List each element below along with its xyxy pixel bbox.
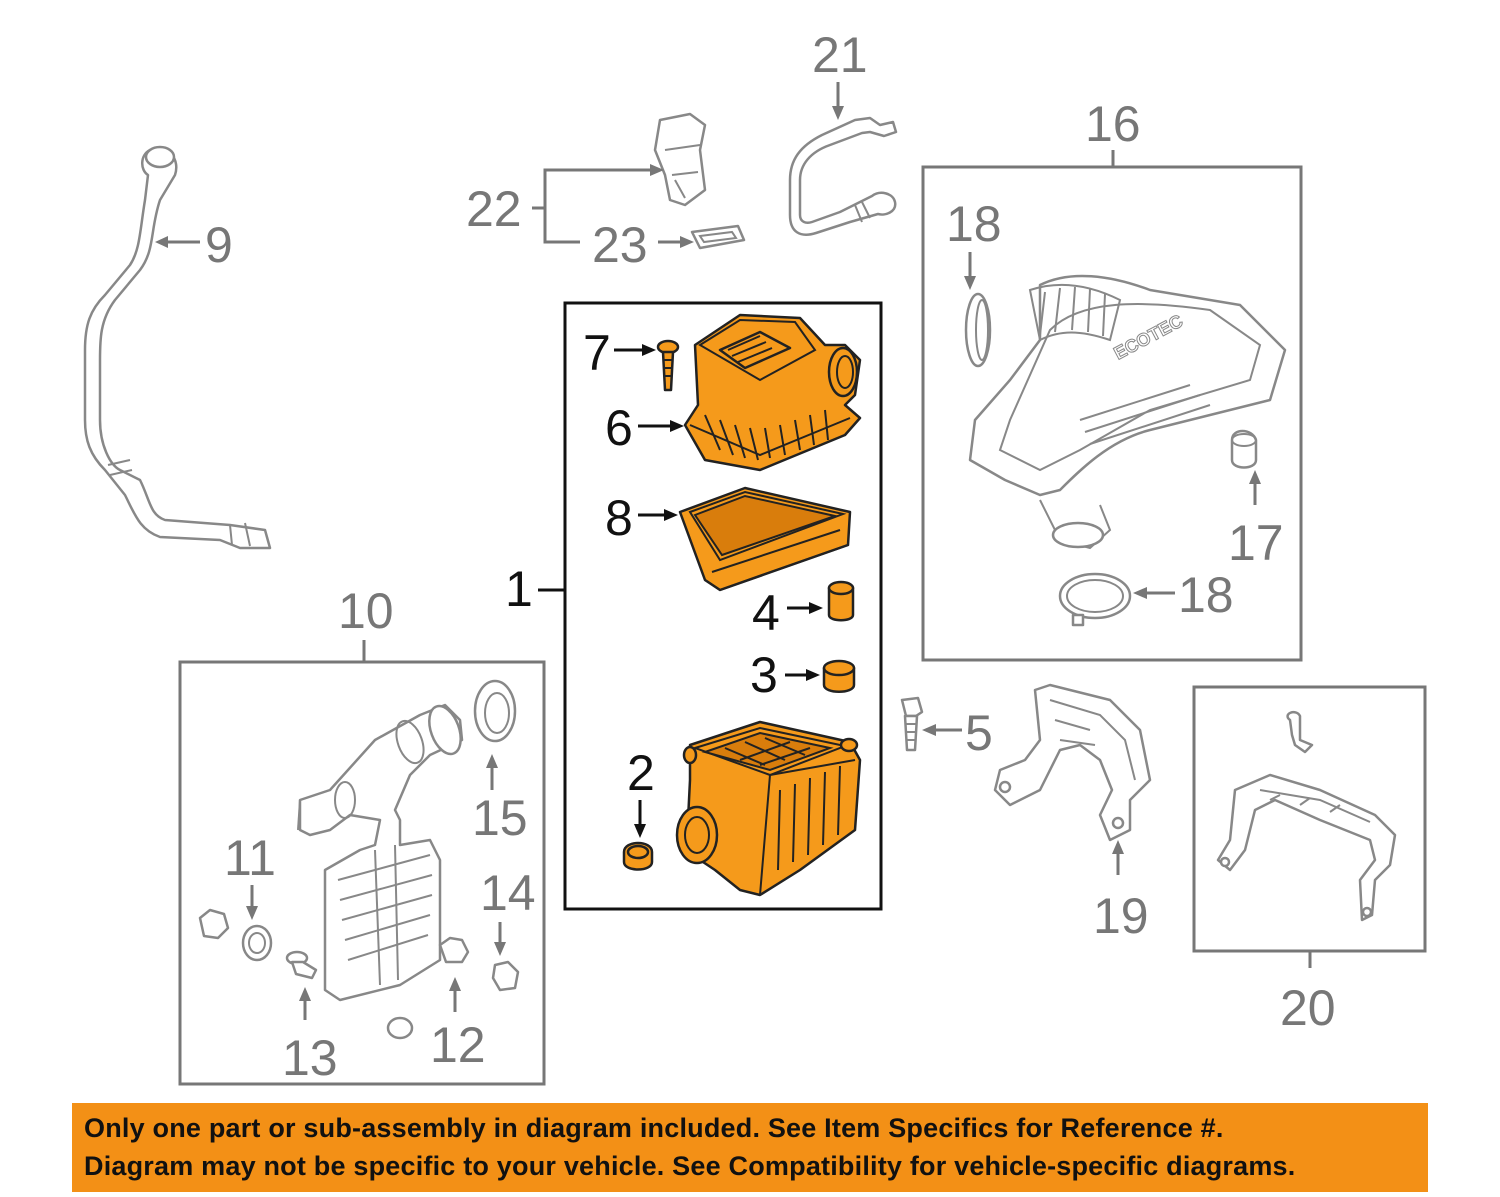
callout-18-upper: 18: [946, 196, 1002, 252]
part-15-seal: [473, 679, 517, 743]
label-14: 14: [480, 865, 536, 956]
label-20: 20: [1280, 951, 1336, 1036]
label-18b: 18: [1133, 567, 1234, 623]
part-5-bolt: [900, 696, 924, 752]
part-20-bracket: [1216, 710, 1397, 922]
part-6-cover: [683, 313, 862, 472]
part-9-hose: [83, 145, 272, 550]
disclaimer-line-1: Only one part or sub-assembly in diagram…: [84, 1113, 1224, 1143]
label-10: 10: [338, 583, 394, 662]
callout-23: 23: [592, 217, 648, 273]
part-14-push-pin: [491, 960, 520, 992]
callout-22: 22: [466, 181, 522, 237]
callout-4: 4: [752, 585, 780, 641]
callout-5: 5: [965, 705, 993, 761]
callout-14: 14: [480, 865, 536, 921]
label-16: 16: [1085, 96, 1141, 167]
label-17: 17: [1228, 470, 1284, 571]
box-10: [178, 660, 546, 1086]
part-7-bolt: [656, 339, 680, 392]
callout-12: 12: [430, 1017, 486, 1073]
part-13-push-pin: [285, 950, 318, 980]
part-21-tube: [788, 116, 898, 236]
part-11-push-pin: [198, 908, 273, 962]
box-1: [563, 301, 883, 911]
callout-9: 9: [205, 217, 233, 273]
callout-10: 10: [338, 583, 394, 639]
part-8-filter: [678, 486, 852, 592]
part-16-engine-cover: ECOTEC: [968, 274, 1287, 550]
label-7: 7: [583, 325, 656, 381]
box-20: [1192, 685, 1427, 953]
label-13: 13: [282, 987, 338, 1086]
callout-3: 3: [750, 647, 778, 703]
callout-6: 6: [605, 400, 633, 456]
part-3-grommet: [822, 659, 856, 693]
callout-1: 1: [505, 561, 533, 617]
part-12-push-pin: [386, 936, 470, 1040]
callout-20: 20: [1280, 980, 1336, 1036]
label-5: 5: [922, 705, 993, 761]
callout-17: 17: [1228, 515, 1284, 571]
callout-18-lower: 18: [1178, 567, 1234, 623]
part-10-resonator: [297, 703, 464, 1002]
part-2-grommet: [622, 841, 654, 871]
part-22-sensor: [653, 112, 707, 207]
callout-8: 8: [605, 490, 633, 546]
label-3: 3: [750, 647, 820, 703]
label-12: 12: [430, 977, 486, 1073]
part-23-seal: [690, 224, 746, 250]
callout-7: 7: [583, 325, 611, 381]
label-2: 2: [627, 745, 655, 838]
callout-16: 16: [1085, 96, 1141, 152]
disclaimer-banner: Only one part or sub-assembly in diagram…: [72, 1103, 1428, 1192]
label-8: 8: [605, 490, 678, 546]
callout-15: 15: [472, 790, 528, 846]
part-18-clamp-lower: [1058, 572, 1132, 627]
callout-19: 19: [1093, 888, 1149, 944]
label-15: 15: [472, 754, 528, 846]
label-11: 11: [224, 830, 276, 920]
label-1: 1: [505, 561, 565, 617]
callout-11: 11: [224, 830, 276, 886]
disclaimer-line-2: Diagram may not be specific to your vehi…: [84, 1151, 1296, 1181]
label-19: 19: [1093, 840, 1149, 944]
callout-2: 2: [627, 745, 655, 801]
label-6: 6: [605, 400, 684, 456]
part-18-clamp-upper: [964, 292, 992, 368]
label-4: 4: [752, 585, 823, 641]
part-19-bracket: [993, 683, 1152, 842]
part-1-housing: [675, 720, 862, 897]
label-18a: 18: [946, 196, 1002, 290]
part-17-grommet: [1230, 429, 1258, 469]
callout-13: 13: [282, 1030, 338, 1086]
label-21: 21: [812, 27, 868, 120]
part-4-grommet: [827, 580, 855, 622]
label-9: 9: [155, 217, 233, 273]
callout-21: 21: [812, 27, 868, 83]
label-22-23: 22 23: [466, 164, 694, 273]
